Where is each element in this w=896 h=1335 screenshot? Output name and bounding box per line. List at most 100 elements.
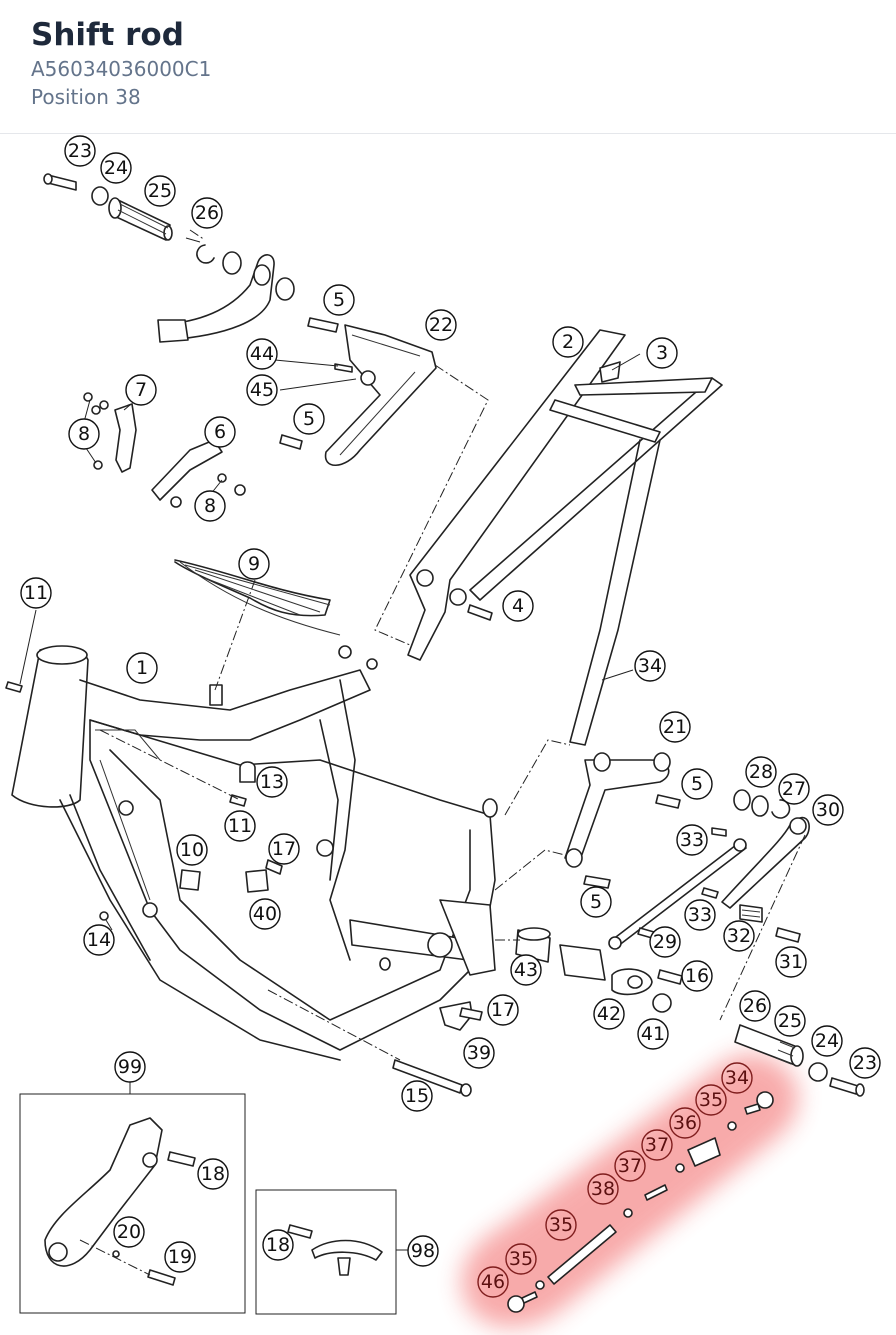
callout-9[interactable]: 9 — [238, 548, 270, 580]
callout-5[interactable]: 5 — [293, 403, 325, 435]
header: Shift rod A56034036000C1 Position 38 — [0, 0, 896, 134]
svg-text:22: 22 — [429, 314, 453, 336]
callout-16[interactable]: 16 — [681, 960, 713, 992]
svg-text:4: 4 — [512, 595, 524, 617]
callout-18[interactable]: 18 — [197, 1158, 229, 1190]
callout-3[interactable]: 3 — [646, 337, 678, 369]
svg-text:24: 24 — [104, 157, 128, 179]
callout-37-highlighted[interactable]: 37 — [614, 1150, 646, 1182]
callout-5[interactable]: 5 — [580, 886, 612, 918]
svg-text:34: 34 — [725, 1067, 749, 1089]
svg-text:33: 33 — [680, 829, 704, 851]
callout-25[interactable]: 25 — [144, 175, 176, 207]
callout-2[interactable]: 2 — [552, 326, 584, 358]
callout-15[interactable]: 15 — [401, 1080, 433, 1112]
svg-text:24: 24 — [815, 1030, 839, 1052]
callout-42[interactable]: 42 — [593, 998, 625, 1030]
callout-20[interactable]: 20 — [113, 1216, 145, 1248]
main-frame — [11, 645, 498, 1061]
callout-41[interactable]: 41 — [637, 1018, 669, 1050]
callout-1[interactable]: 1 — [126, 652, 158, 684]
callout-27[interactable]: 27 — [778, 773, 810, 805]
svg-text:11: 11 — [24, 582, 48, 604]
callout-11[interactable]: 11 — [224, 810, 256, 842]
callout-29[interactable]: 29 — [649, 926, 681, 958]
callout-13[interactable]: 13 — [256, 766, 288, 798]
callout-31[interactable]: 31 — [775, 946, 807, 978]
callout-11[interactable]: 11 — [20, 577, 52, 609]
callout-99[interactable]: 99 — [114, 1051, 146, 1083]
svg-text:15: 15 — [405, 1085, 429, 1107]
callout-35-highlighted[interactable]: 35 — [545, 1209, 577, 1241]
callout-38-highlighted[interactable]: 38 — [587, 1173, 619, 1205]
callout-44[interactable]: 44 — [246, 338, 278, 370]
frame-small-parts — [5, 681, 283, 921]
callout-22[interactable]: 22 — [425, 309, 457, 341]
callout-8[interactable]: 8 — [68, 418, 100, 450]
callout-30[interactable]: 30 — [812, 794, 844, 826]
callout-10[interactable]: 10 — [176, 834, 208, 866]
svg-text:23: 23 — [68, 140, 92, 162]
svg-text:25: 25 — [148, 180, 172, 202]
svg-text:13: 13 — [260, 771, 284, 793]
svg-text:41: 41 — [641, 1023, 665, 1045]
svg-text:9: 9 — [248, 553, 260, 575]
callout-40[interactable]: 40 — [249, 898, 281, 930]
callout-32[interactable]: 32 — [723, 920, 755, 952]
callout-14[interactable]: 14 — [83, 924, 115, 956]
svg-text:17: 17 — [491, 999, 515, 1021]
callout-18[interactable]: 18 — [262, 1229, 294, 1261]
callout-17[interactable]: 17 — [487, 994, 519, 1026]
callout-43[interactable]: 43 — [510, 954, 542, 986]
callout-33[interactable]: 33 — [684, 899, 716, 931]
callout-17[interactable]: 17 — [268, 833, 300, 865]
callout-45[interactable]: 45 — [246, 374, 278, 406]
svg-text:7: 7 — [135, 379, 147, 401]
shift-rod-parts — [507, 1091, 774, 1313]
callout-98[interactable]: 98 — [407, 1235, 439, 1267]
svg-text:42: 42 — [597, 1003, 621, 1025]
callout-26[interactable]: 26 — [191, 197, 223, 229]
callout-5[interactable]: 5 — [681, 768, 713, 800]
lower-right-parts — [392, 752, 810, 1097]
svg-text:29: 29 — [653, 931, 677, 953]
svg-text:37: 37 — [618, 1155, 642, 1177]
svg-text:28: 28 — [749, 761, 773, 783]
inset-box-99 — [19, 1082, 246, 1314]
exploded-parts-diagram: 23 24 25 26 5 22 44 45 5 7 8 6 8 2 3 4 9… — [5, 135, 881, 1328]
callout-35-highlighted[interactable]: 35 — [695, 1084, 727, 1116]
svg-text:18: 18 — [201, 1163, 225, 1185]
callout-25[interactable]: 25 — [774, 1005, 806, 1037]
svg-text:38: 38 — [591, 1178, 615, 1200]
callout-37-highlighted[interactable]: 37 — [641, 1129, 673, 1161]
svg-text:11: 11 — [228, 815, 252, 837]
callout-34-highlighted[interactable]: 34 — [721, 1062, 753, 1094]
callout-36-highlighted[interactable]: 36 — [669, 1107, 701, 1139]
callout-33[interactable]: 33 — [676, 824, 708, 856]
callout-26[interactable]: 26 — [739, 990, 771, 1022]
svg-text:40: 40 — [253, 903, 277, 925]
svg-text:20: 20 — [117, 1221, 141, 1243]
callout-5[interactable]: 5 — [323, 284, 355, 316]
callout-24[interactable]: 24 — [811, 1025, 843, 1057]
callout-23[interactable]: 23 — [849, 1047, 881, 1079]
svg-text:18: 18 — [266, 1234, 290, 1256]
svg-text:33: 33 — [688, 904, 712, 926]
callout-4[interactable]: 4 — [502, 590, 534, 622]
callout-28[interactable]: 28 — [745, 756, 777, 788]
callout-21[interactable]: 21 — [659, 711, 691, 743]
svg-text:10: 10 — [180, 839, 204, 861]
callout-46-highlighted[interactable]: 46 — [477, 1266, 509, 1298]
callout-7[interactable]: 7 — [125, 374, 157, 406]
callout-6[interactable]: 6 — [204, 416, 236, 448]
callout-34[interactable]: 34 — [634, 650, 666, 682]
callout-39[interactable]: 39 — [463, 1037, 495, 1069]
callout-23[interactable]: 23 — [64, 135, 96, 167]
svg-text:5: 5 — [333, 289, 345, 311]
callout-8[interactable]: 8 — [194, 490, 226, 522]
callout-35-highlighted[interactable]: 35 — [505, 1243, 537, 1275]
svg-text:35: 35 — [699, 1089, 723, 1111]
callout-19[interactable]: 19 — [164, 1241, 196, 1273]
svg-text:2: 2 — [562, 331, 574, 353]
callout-24[interactable]: 24 — [100, 152, 132, 184]
